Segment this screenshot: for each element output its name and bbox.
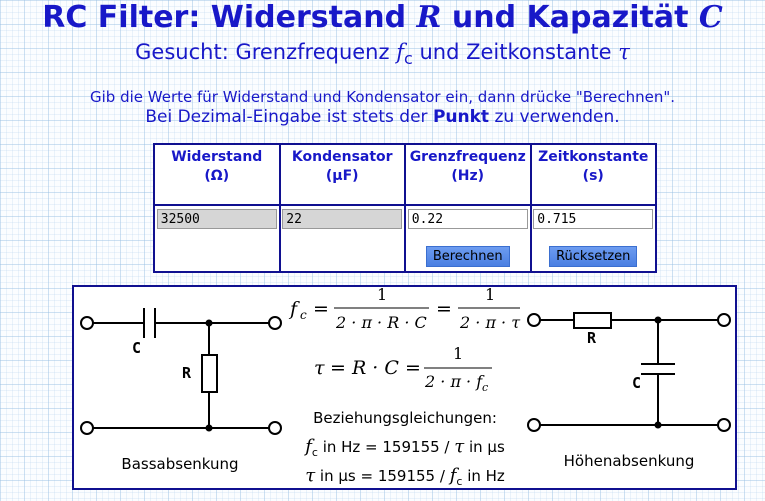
formula-fc-symbol: f	[288, 298, 300, 320]
lowpass-circuit-diagram: R C	[527, 312, 731, 432]
calculate-button[interactable]: Berechnen	[425, 246, 510, 267]
formula-eq1: =	[313, 298, 329, 320]
frequency-output[interactable]	[407, 209, 528, 229]
page-title: RC Filter: Widerstand R und Kapazität C	[42, 0, 723, 35]
formula-den1: 2 · π · R · C	[335, 313, 427, 332]
capacitor-label-right: C	[632, 374, 641, 392]
formula-num3: 1	[453, 344, 463, 363]
formula-eq2: =	[436, 298, 452, 320]
timeconstant-output[interactable]	[533, 209, 654, 229]
column-header-timeconstant: Zeitkonstante(s)	[529, 143, 657, 206]
resistor-label-left: R	[182, 364, 192, 382]
column-header-frequency: Grenzfrequenz(Hz)	[404, 143, 532, 206]
relation-line-1: fc in Hz = 159155 / τ in µs	[305, 436, 505, 459]
highpass-caption: Bassabsenkung	[121, 455, 239, 473]
formula-tau: τ	[314, 357, 325, 379]
capacitance-input[interactable]	[282, 209, 403, 229]
formula-den2: 2 · π · τ	[459, 313, 521, 332]
formula-num2: 1	[485, 285, 495, 304]
formula-num1: 1	[377, 285, 387, 304]
reset-button[interactable]: Rücksetzen	[549, 246, 638, 267]
formula-block: f c = 1 2 · π · R · C = 1 2 · π · τ τ = …	[288, 285, 521, 394]
formula-den3-sub: c	[482, 381, 488, 394]
formula-den3: 2 · π · f	[424, 372, 485, 391]
lowpass-caption: Höhenabsenkung	[563, 452, 695, 470]
formula-rc: = R · C =	[330, 357, 421, 379]
relation-line-2: τ in µs = 159155 / fc in Hz	[305, 465, 505, 488]
highpass-circuit-diagram: C R	[80, 308, 282, 435]
formula-fc-sub: c	[300, 308, 307, 322]
page-subtitle: Gesucht: Grenzfrequenz fc und Zeitkonsta…	[135, 40, 630, 69]
column-header-capacitance: Kondensator(µF)	[278, 143, 406, 206]
resistance-input[interactable]	[156, 209, 277, 229]
resistor-label-right: R	[587, 329, 597, 347]
instruction-line-1: Gib die Werte für Widerstand und Kondens…	[90, 88, 675, 106]
relations-heading: Beziehungsgleichungen:	[313, 409, 497, 427]
column-header-resistance: Widerstand(Ω)	[153, 143, 281, 206]
capacitor-label-left: C	[132, 339, 141, 357]
instruction-line-2: Bei Dezimal-Eingabe ist stets der Punkt …	[145, 107, 620, 127]
calculator-table: Widerstand(Ω) Kondensator(µF) Grenzfrequ…	[153, 143, 657, 273]
